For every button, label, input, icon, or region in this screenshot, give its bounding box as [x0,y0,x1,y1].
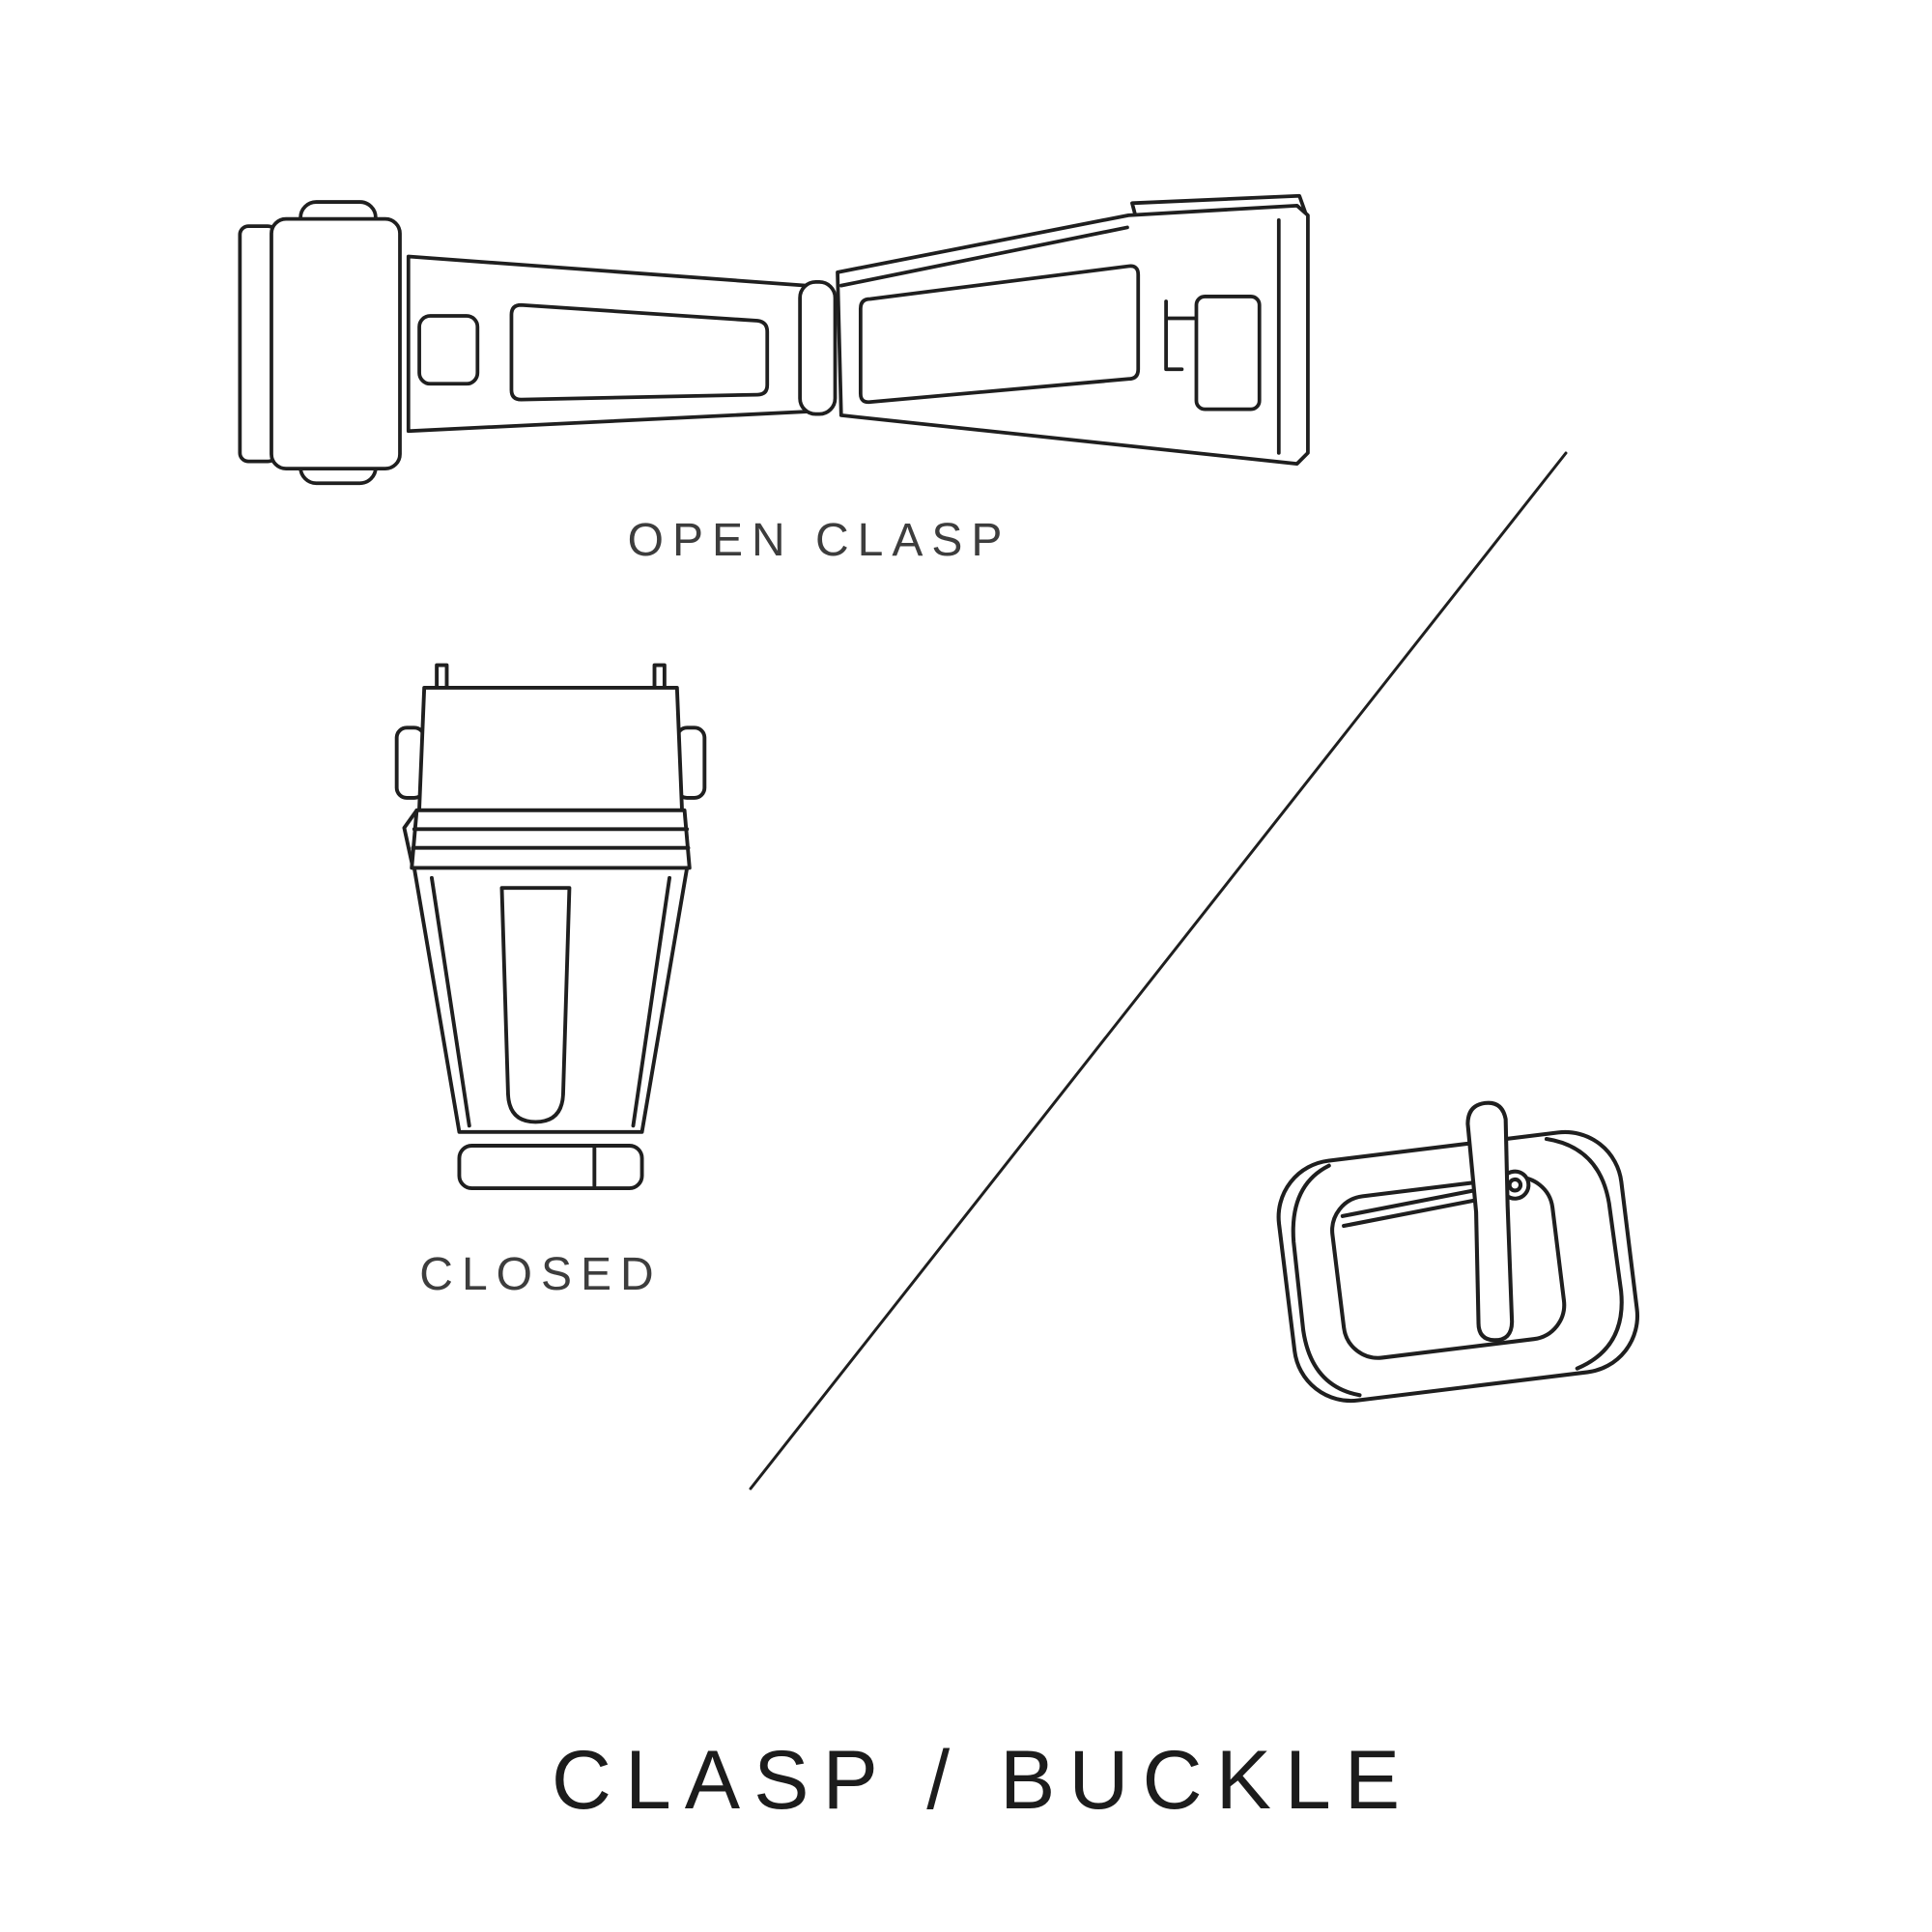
latch-hook [1164,299,1199,372]
open-clasp-illustration [238,193,1310,486]
left-prong [435,663,449,693]
left-arm-inner-outline [509,302,770,402]
buckle-illustration [1276,1100,1640,1404]
right-arm [836,203,1310,466]
clasp-body [412,866,690,1134]
latch-plate [1194,295,1262,412]
open-clasp-figure [225,187,1317,497]
cover-block [417,685,684,812]
bottom-bar [457,1144,644,1190]
buckle-figure [1251,1094,1658,1439]
closed-clasp-figure [394,663,707,1201]
buckle-opening [1330,1175,1567,1360]
right-arm-inner-outline [858,264,1141,405]
left-band-edge [1291,1163,1362,1398]
tang-loop-inner [1507,1177,1523,1193]
right-arm-fold-line [838,225,1129,288]
center-hinge [798,280,838,416]
end-link-block [270,216,402,471]
right-prong [652,663,667,693]
body-inner-edges [429,875,672,1128]
open-clasp-label: OPEN CLASP [627,515,1011,566]
center-slot [499,886,572,1124]
pin-bar [1340,1187,1485,1229]
diagonal-divider [749,451,1568,1491]
fold-band-lines [411,827,691,850]
page-title: CLASP / BUCKLE [551,1734,1414,1827]
closed-clasp-illustration [394,663,707,1190]
closed-clasp-label: CLOSED [419,1249,663,1300]
tang [1465,1100,1515,1343]
fold-band [410,808,692,870]
spring-notch [417,314,480,386]
right-band-edge [1544,1136,1624,1371]
